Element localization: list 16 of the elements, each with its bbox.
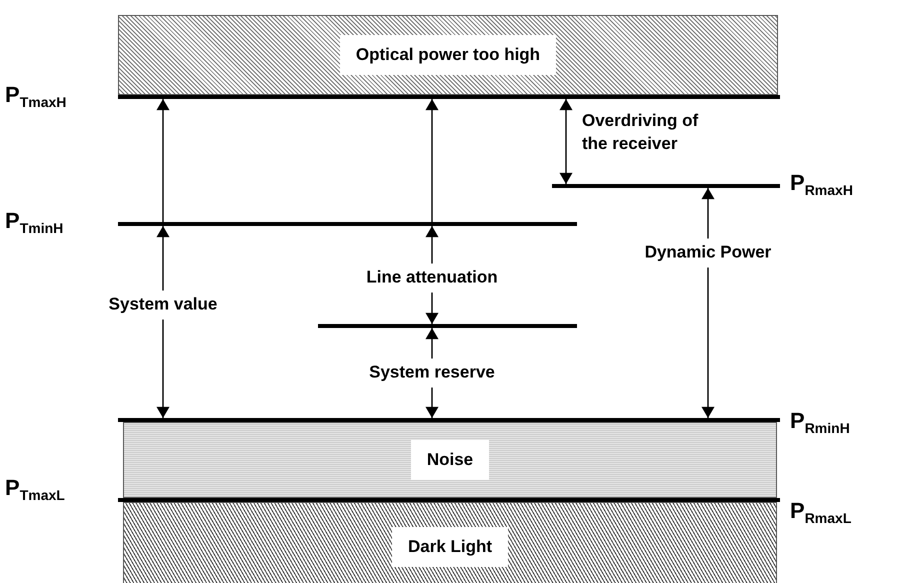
level-label: P$_{RmaxH}$ [790, 170, 853, 198]
arrow [426, 99, 438, 222]
band-label: Dark Light [392, 527, 508, 567]
hatched-band [123, 422, 777, 498]
edge-label: Overdriving of the receiver [581, 110, 700, 155]
band-label: Optical power too high [340, 35, 556, 75]
hatched-band [118, 15, 778, 95]
level-label: P$_{TmaxL}$ [5, 475, 65, 503]
arrow [560, 99, 572, 184]
arrow [156, 99, 170, 222]
level-label: P$_{TminH}$ [5, 208, 64, 236]
level-label: P$_{RminH}$ [790, 408, 850, 436]
hatched-band [123, 502, 777, 583]
band-label: Noise [410, 440, 490, 480]
level-label: P$_{TmaxH}$ [5, 82, 66, 110]
level-label: P$_{RmaxL}$ [790, 498, 852, 526]
